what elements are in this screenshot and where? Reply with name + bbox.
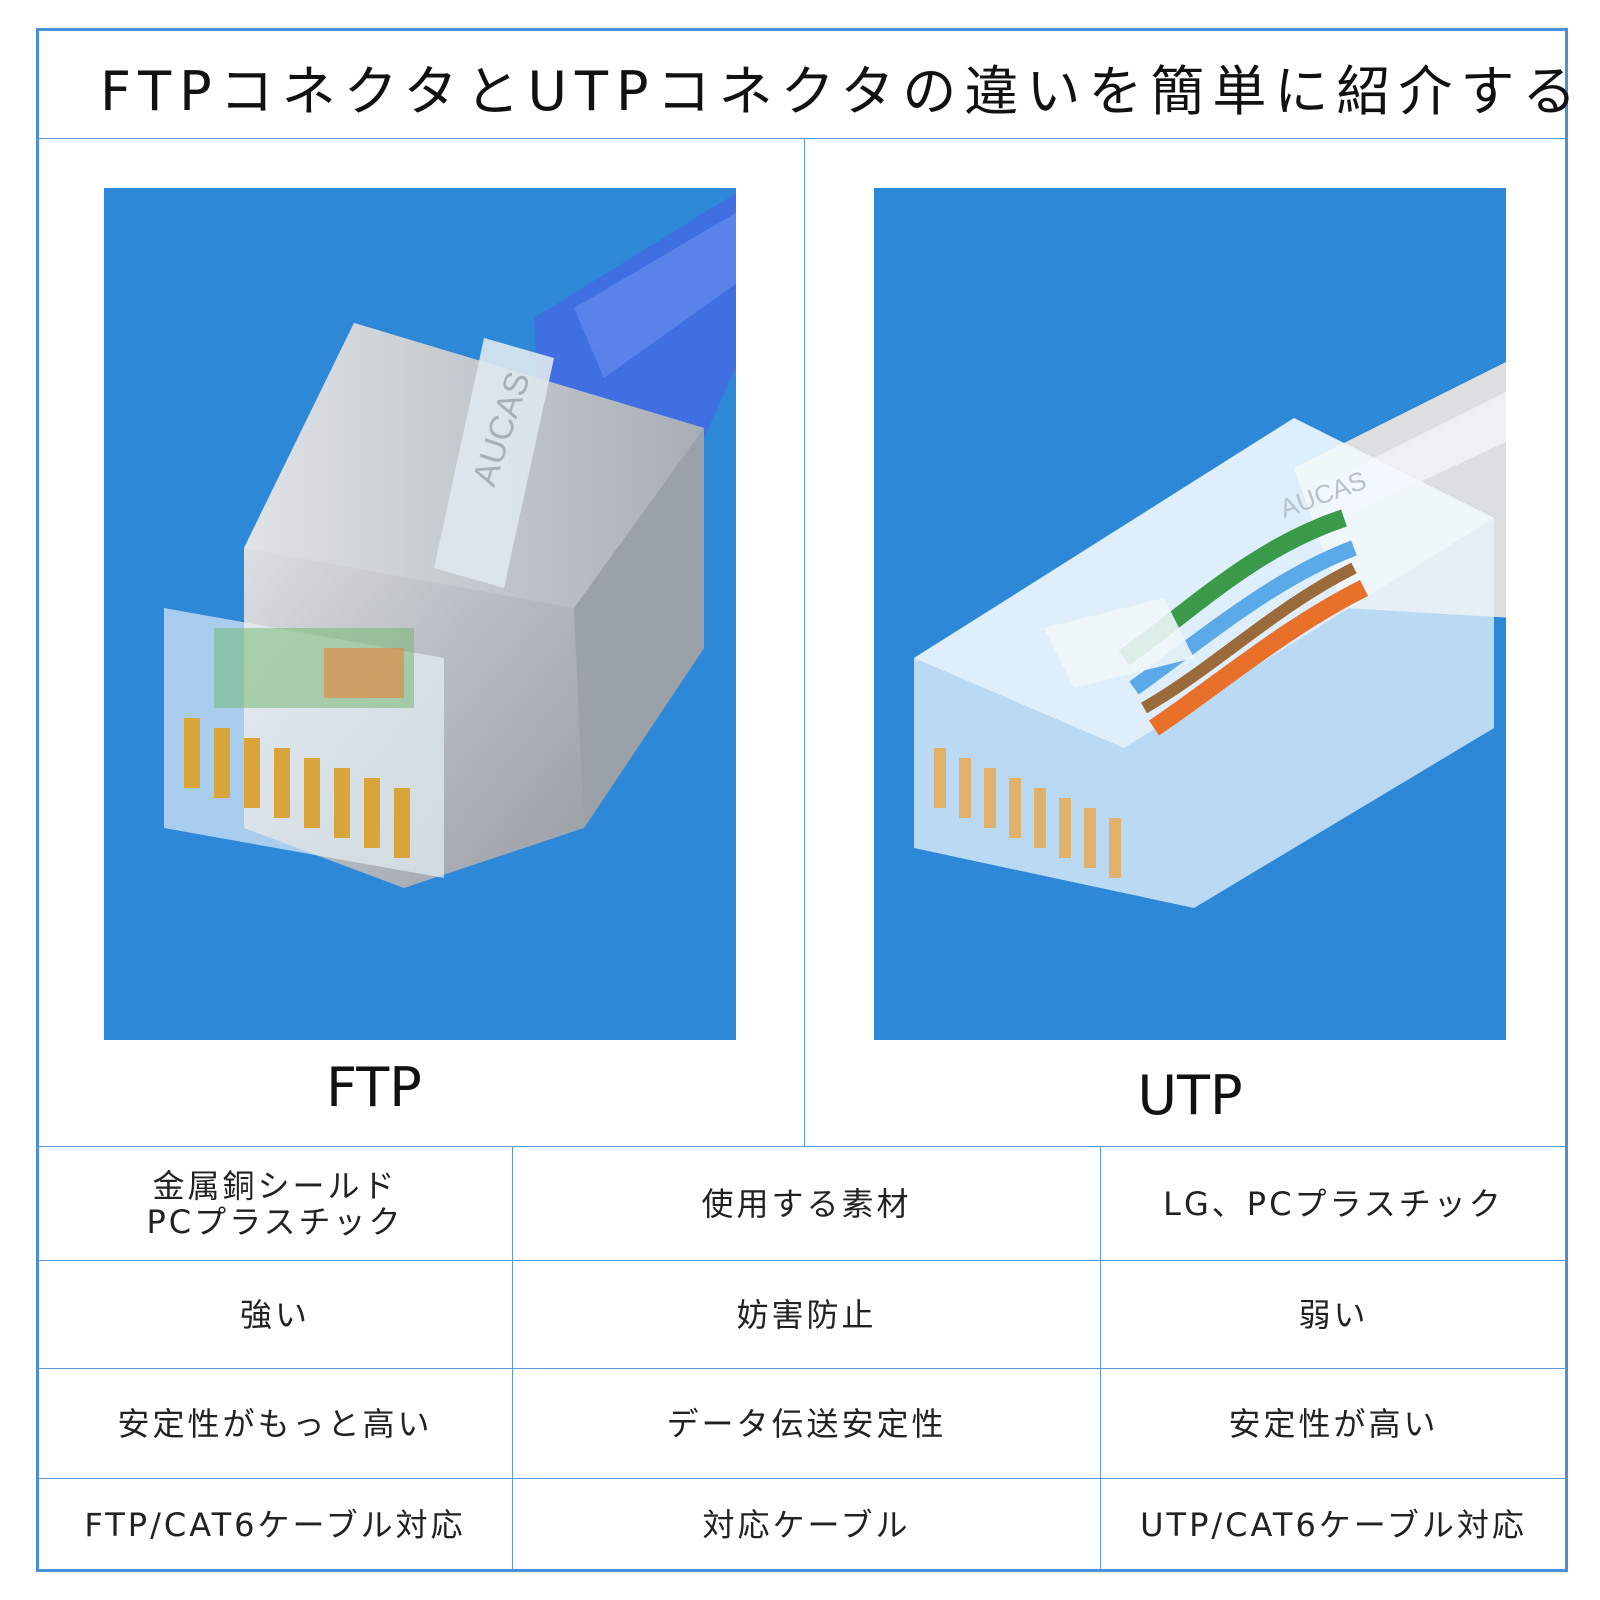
utp-connector-illustration: AUCAS bbox=[914, 362, 1506, 908]
table-col-line bbox=[512, 1146, 513, 1570]
utp-caption: UTP bbox=[1137, 1064, 1243, 1127]
ftp-material-cell: 金属銅シールド PCプラスチック bbox=[146, 1166, 404, 1241]
page-title: FTPコネクタとUTPコネクタの違いを簡単に紹介する bbox=[100, 60, 1585, 123]
ftp-interference-cell: 強い bbox=[239, 1295, 310, 1334]
utp-connector-photo: AUCAS bbox=[874, 188, 1506, 1040]
ftp-connector-photo: AUCAS bbox=[104, 188, 736, 1040]
table-row-line bbox=[38, 1368, 1566, 1369]
ftp-stability-cell: 安定性がもっと高い bbox=[117, 1404, 433, 1443]
utp-material-cell: LG、PCプラスチック bbox=[1163, 1184, 1504, 1223]
utp-stability-cell: 安定性が高い bbox=[1228, 1404, 1439, 1443]
table-col-line bbox=[1100, 1146, 1101, 1570]
ftp-cable-cell: FTP/CAT6ケーブル対応 bbox=[84, 1505, 466, 1544]
outer-frame bbox=[36, 28, 1568, 1572]
ftp-caption: FTP bbox=[326, 1056, 422, 1119]
panel-divider bbox=[804, 138, 805, 1146]
feature-interference-cell: 妨害防止 bbox=[736, 1295, 877, 1334]
table-row-line bbox=[38, 1478, 1566, 1479]
feature-stability-cell: データ伝送安定性 bbox=[666, 1404, 947, 1443]
ftp-connector-illustration: AUCAS bbox=[164, 192, 736, 888]
title-divider bbox=[38, 138, 1566, 139]
feature-material-cell: 使用する素材 bbox=[701, 1184, 912, 1223]
table-top-line bbox=[38, 1146, 1566, 1147]
utp-cable-cell: UTP/CAT6ケーブル対応 bbox=[1140, 1505, 1527, 1544]
feature-cable-cell: 対応ケーブル bbox=[702, 1505, 911, 1544]
table-row-line bbox=[38, 1260, 1566, 1261]
utp-interference-cell: 弱い bbox=[1298, 1295, 1369, 1334]
